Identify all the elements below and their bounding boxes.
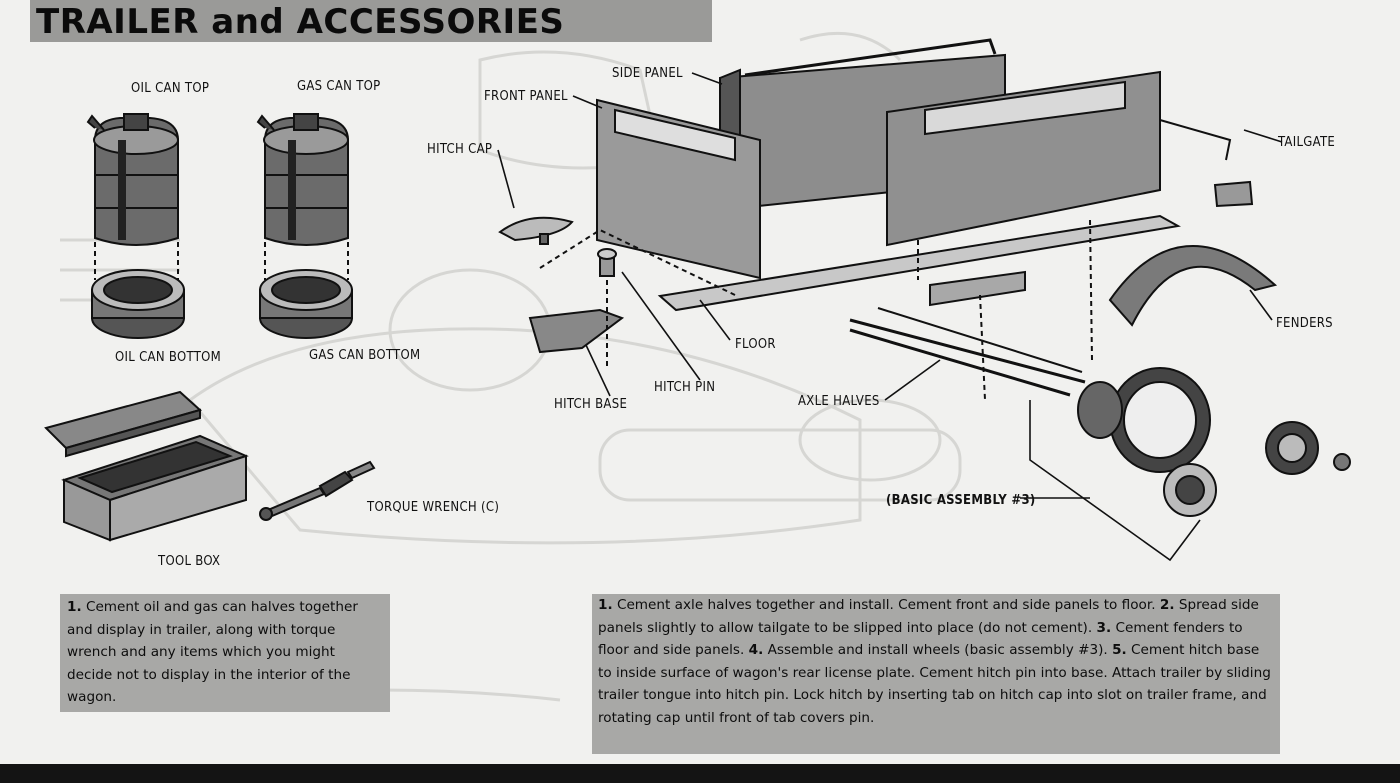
step-number: 1. [67, 599, 82, 615]
torque-wrench-illustration [259, 460, 376, 521]
gas-can-bottom-illustration [259, 269, 353, 339]
label-tool-box: TOOL BOX [158, 554, 221, 569]
instruction-text: Cement fenders to floor and side panels. [598, 619, 1243, 659]
instruction-note-trailer: 1. Cement axle halves together and insta… [592, 594, 1280, 754]
oil-can-bottom-illustration [91, 269, 185, 339]
label-fenders: FENDERS [1276, 316, 1333, 331]
step-number: 4. [748, 642, 764, 658]
label-front-panel: FRONT PANEL [484, 89, 568, 104]
label-tailgate: TAILGATE [1278, 135, 1336, 150]
title-band [30, 0, 712, 42]
label-oil-can-top: OIL CAN TOP [131, 81, 210, 96]
instruction-text: Spread side panels slightly to allow tai… [598, 597, 1259, 636]
hitch-parts-illustration [498, 216, 625, 354]
label-hitch-pin: HITCH PIN [654, 380, 716, 395]
step-number: 3. [1096, 619, 1112, 636]
label-side-panel: SIDE PANEL [612, 66, 683, 81]
gas-can-top-illustration [256, 113, 349, 246]
oil-can-top-illustration [86, 113, 179, 246]
label-axle-halves: AXLE HALVES [798, 394, 880, 409]
step-number: 2. [1159, 597, 1175, 613]
page-title: TRAILER and ACCESSORIES [36, 2, 565, 42]
label-basic-assembly: (BASIC ASSEMBLY #3) [886, 493, 1036, 508]
label-hitch-base: HITCH BASE [554, 397, 628, 412]
instruction-text: Cement axle halves together and install.… [616, 597, 1156, 613]
label-gas-can-bottom: GAS CAN BOTTOM [309, 348, 421, 363]
instruction-text: Cement hitch base to inside surface of w… [598, 642, 1271, 726]
instruction-note-accessories: 1. Cement oil and gas can halves togethe… [60, 594, 390, 712]
bottom-border-bar [0, 764, 1400, 783]
label-torque-wrench: TORQUE WRENCH (C) [367, 500, 500, 515]
label-gas-can-top: GAS CAN TOP [297, 79, 381, 94]
step-number: 1. [598, 597, 613, 613]
label-oil-can-bottom: OIL CAN BOTTOM [115, 350, 222, 365]
label-floor: FLOOR [735, 337, 776, 352]
leader-lines [497, 72, 1283, 562]
step-number: 5. [1112, 642, 1127, 658]
label-hitch-cap: HITCH CAP [427, 142, 493, 157]
tool-box-illustration [44, 390, 249, 542]
instruction-text: Cement oil and gas can halves together a… [67, 599, 358, 705]
trailer-illustration [596, 38, 1351, 517]
instruction-text: Assemble and install wheels (basic assem… [767, 642, 1108, 658]
